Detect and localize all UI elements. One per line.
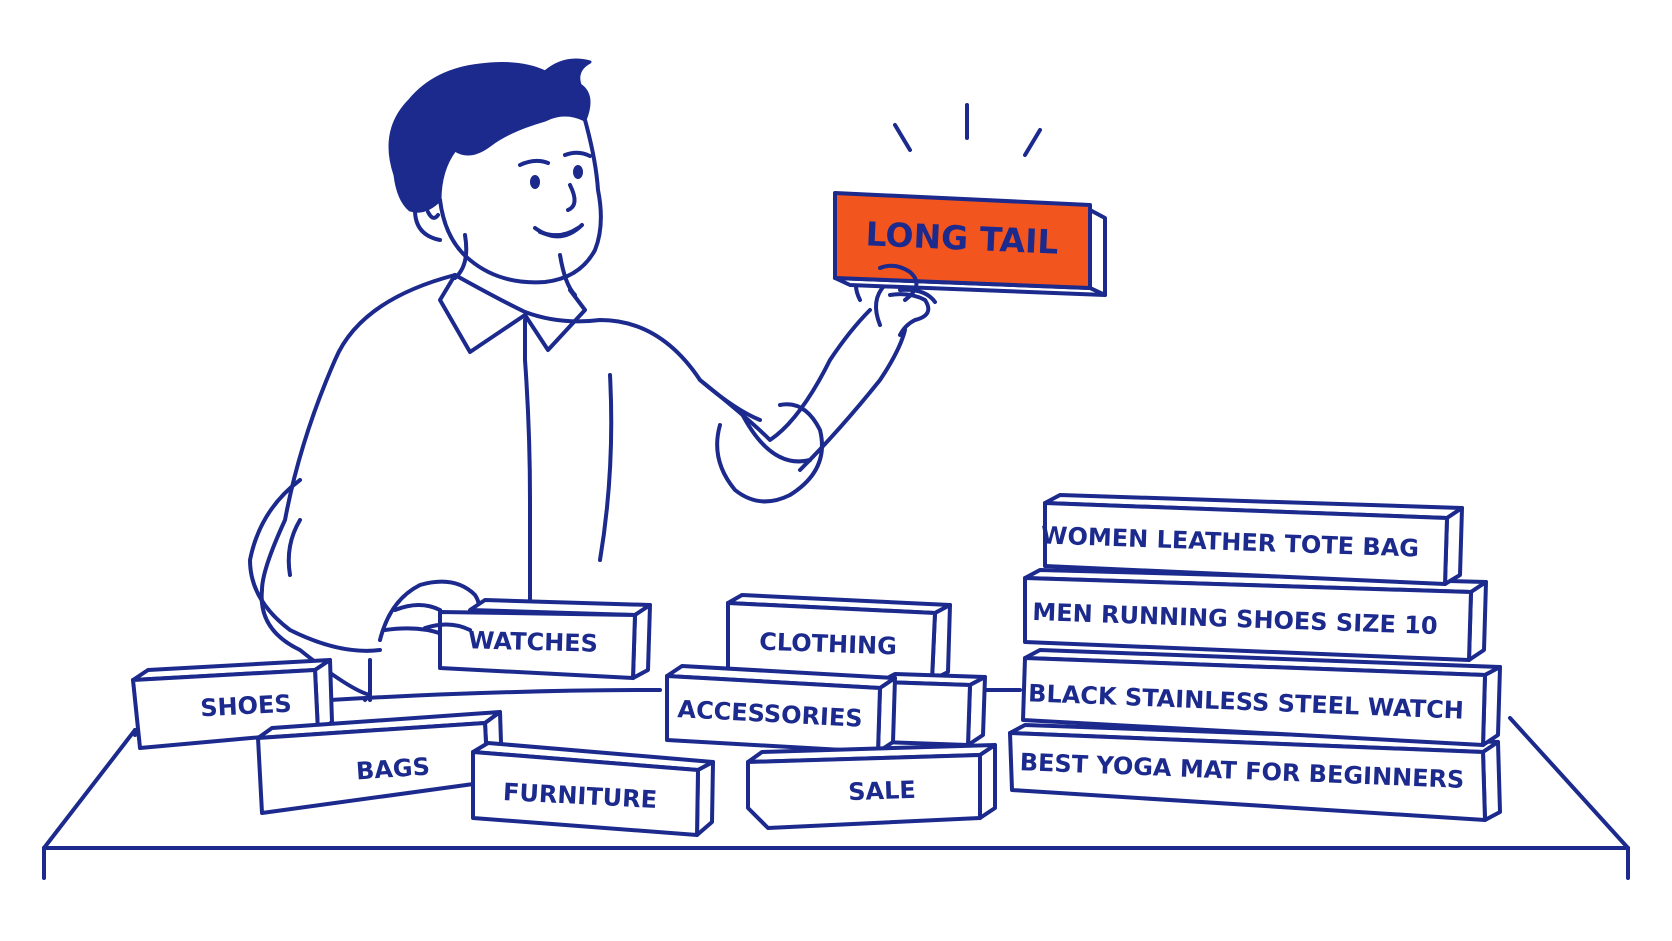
- table: [42, 688, 1630, 880]
- emphasis-lines: [893, 103, 1042, 157]
- eye-left: [530, 175, 540, 189]
- block-accessories[interactable]: ACCESSORIES: [665, 664, 897, 754]
- block-tote[interactable]: WOMEN LEATHER TOTE BAG: [1041, 493, 1464, 586]
- block-clothing[interactable]: CLOTHING: [726, 593, 952, 682]
- block-label-watches: WATCHES: [468, 626, 599, 657]
- block-label-sale: SALE: [848, 776, 916, 806]
- keyword-stack: BEST YOGA MAT FOR BEGINNERS BLACK STAINL…: [1008, 493, 1502, 822]
- block-watch[interactable]: BLACK STAINLESS STEEL WATCH: [1021, 648, 1502, 747]
- block-sale[interactable]: SALE: [746, 743, 997, 830]
- long-tail-block[interactable]: LONG TAIL: [833, 191, 1107, 297]
- scattered-blocks: CLOTHING WATCHES SHOES A: [131, 593, 997, 837]
- block-running[interactable]: MEN RUNNING SHOES SIZE 10: [1023, 568, 1488, 662]
- block-label-clothing: CLOTHING: [759, 628, 898, 661]
- block-watches[interactable]: WATCHES: [438, 598, 652, 680]
- person: [248, 58, 931, 702]
- block-label-shoes: SHOES: [200, 690, 293, 723]
- block-furniture[interactable]: FURNITURE: [471, 741, 715, 837]
- block-bags[interactable]: BAGS: [256, 710, 504, 815]
- block-unlabeled: [878, 672, 987, 747]
- ear: [413, 194, 442, 242]
- long-tail-face: [833, 191, 1092, 290]
- shirt-collar: [438, 273, 587, 354]
- eye-right: [573, 165, 583, 179]
- hair: [388, 58, 592, 213]
- shirt-body: [259, 273, 457, 702]
- long-tail-label: LONG TAIL: [865, 214, 1059, 261]
- block-label-bags: BAGS: [355, 752, 431, 785]
- face: [438, 118, 603, 285]
- block-yoga[interactable]: BEST YOGA MAT FOR BEGINNERS: [1008, 723, 1502, 822]
